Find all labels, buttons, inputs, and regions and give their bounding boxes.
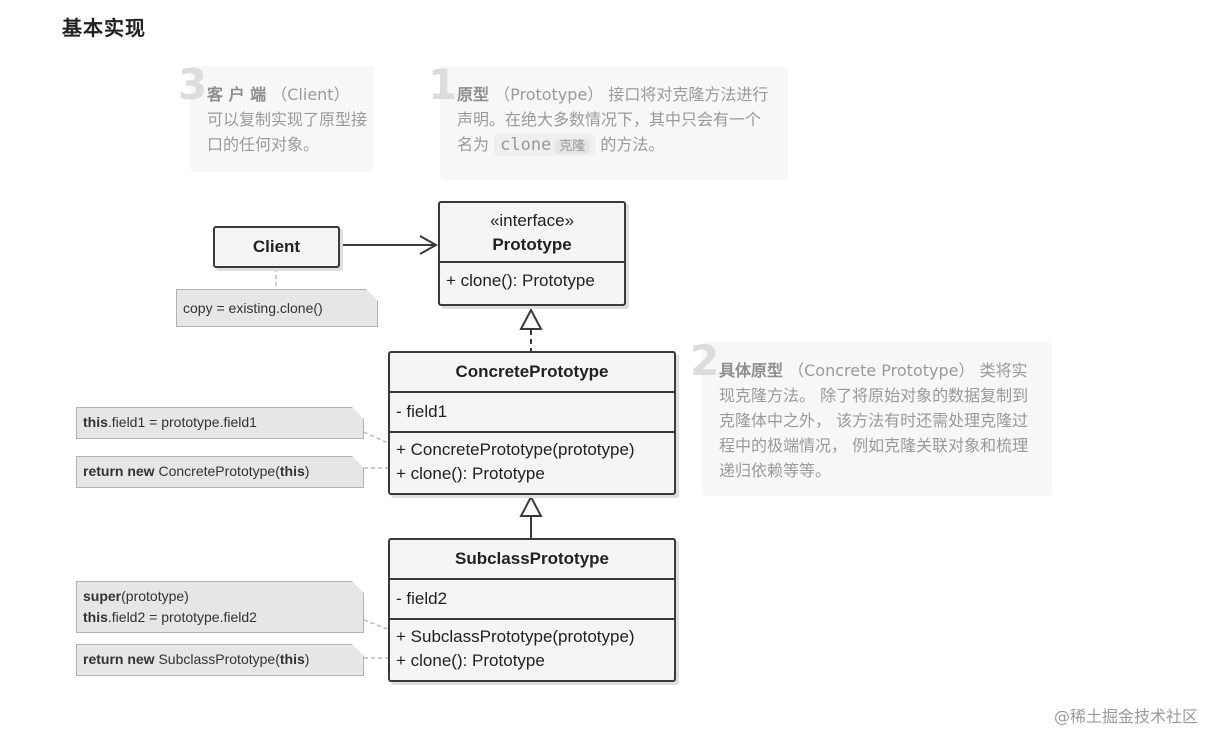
- note-text: ): [304, 651, 310, 667]
- note-keyword: super: [83, 588, 122, 604]
- concrete-method-constructor: + ConcretePrototype(prototype): [396, 440, 635, 459]
- prototype-desc-paren: （Prototype）: [494, 85, 604, 104]
- note-line-2: this.field2 = prototype.field2: [83, 607, 357, 628]
- client-desc-paren: （Client）: [271, 85, 350, 104]
- subclass-prototype-box: SubclassPrototype - field2 + SubclassPro…: [388, 538, 676, 682]
- step-number-3: 3: [178, 60, 208, 109]
- subclass-note-constructor: super(prototype) this.field2 = prototype…: [76, 581, 364, 633]
- prototype-header: «interface» Prototype: [440, 203, 624, 261]
- note-keyword: this: [279, 651, 305, 667]
- interface-stereotype: «interface»: [489, 211, 575, 230]
- section-heading: 基本实现: [62, 16, 146, 40]
- client-description: [190, 66, 374, 172]
- prototype-desc-title: 原型: [457, 85, 490, 104]
- note-keyword: this: [83, 414, 108, 430]
- client-note-text: copy = existing.clone(): [183, 300, 323, 316]
- note-text: SubclassPrototype(: [154, 651, 280, 667]
- prototype-class-name: Prototype: [492, 235, 572, 254]
- client-desc-body: 可以复制实现了原型接口的任何对象。: [207, 110, 368, 154]
- note-line-1: super(prototype): [83, 586, 357, 607]
- generalization-arrowhead: [519, 494, 543, 517]
- note-text: ): [304, 463, 310, 479]
- clone-code: clone: [500, 135, 552, 155]
- concrete-method-clone: + clone(): Prototype: [396, 464, 545, 483]
- prototype-method: + clone(): Prototype: [440, 261, 624, 297]
- note-text: .field2 = prototype.field2: [107, 609, 257, 625]
- subclass-methods: + SubclassPrototype(prototype) + clone()…: [390, 618, 674, 677]
- concrete-description: [702, 342, 1052, 496]
- step-number-2: 2: [690, 336, 720, 385]
- subclass-method-clone: + clone(): Prototype: [396, 651, 545, 670]
- subclass-method-constructor: + SubclassPrototype(prototype): [396, 627, 635, 646]
- watermark: @稀土掘金技术社区: [1053, 707, 1198, 726]
- note-keyword: return new: [83, 651, 155, 667]
- concrete-desc-body: 类将实现克隆方法。 除了将原始对象的数据复制到克隆体中之外， 该方法有时还需处理…: [719, 361, 1029, 480]
- client-desc-title: 客 户 端: [207, 85, 267, 104]
- realization-arrowhead: [519, 307, 543, 330]
- client-class-box: Client: [213, 226, 340, 268]
- concrete-prototype-box: ConcretePrototype - field1 + ConcretePro…: [388, 351, 676, 495]
- prototype-description-text: 原型 （Prototype） 接口将对克隆方法进行声明。在绝大多数情况下，其中只…: [457, 82, 775, 159]
- prototype-desc-body2: 的方法。: [600, 135, 665, 154]
- concrete-description-text: 具体原型 （Concrete Prototype） 类将实现克隆方法。 除了将原…: [719, 358, 1039, 483]
- step-number-1: 1: [428, 60, 458, 109]
- concrete-note1-link: [363, 431, 391, 445]
- note-text: .field1 = prototype.field1: [107, 414, 257, 430]
- note-keyword: return new: [83, 463, 155, 479]
- note-text: (prototype): [121, 588, 189, 604]
- association-arrowhead: [419, 235, 439, 255]
- note-text: ConcretePrototype(: [154, 463, 280, 479]
- prototype-interface-box: «interface» Prototype + clone(): Prototy…: [438, 201, 626, 306]
- subclass-class-name: SubclassPrototype: [455, 549, 609, 568]
- client-description-text: 客 户 端 （Client） 可以复制实现了原型接口的任何对象。: [207, 82, 367, 157]
- note-keyword: this: [83, 609, 108, 625]
- subclass-note1-link: [363, 619, 391, 631]
- concrete-field: - field1: [390, 391, 674, 431]
- concrete-note-clone: return new ConcretePrototype(this): [76, 456, 364, 488]
- concrete-methods: + ConcretePrototype(prototype) + clone()…: [390, 431, 674, 490]
- note-keyword: this: [279, 463, 305, 479]
- concrete-desc-title: 具体原型: [719, 361, 784, 380]
- subclass-field: - field2: [390, 578, 674, 618]
- client-class-name: Client: [252, 237, 301, 256]
- subclass-note-clone: return new SubclassPrototype(this): [76, 644, 364, 676]
- prototype-desc-body1: 接口将对克隆方法进行声明。在绝大多数情况下，其中只会有一个名为: [457, 85, 769, 154]
- clone-translation: 克隆: [555, 139, 590, 154]
- concrete-note-field: this.field1 = prototype.field1: [76, 407, 364, 439]
- concrete-desc-paren: （Concrete Prototype）: [788, 361, 975, 380]
- concrete-class-name: ConcretePrototype: [455, 362, 609, 381]
- prototype-description: [440, 66, 788, 180]
- client-note: copy = existing.clone(): [176, 289, 378, 327]
